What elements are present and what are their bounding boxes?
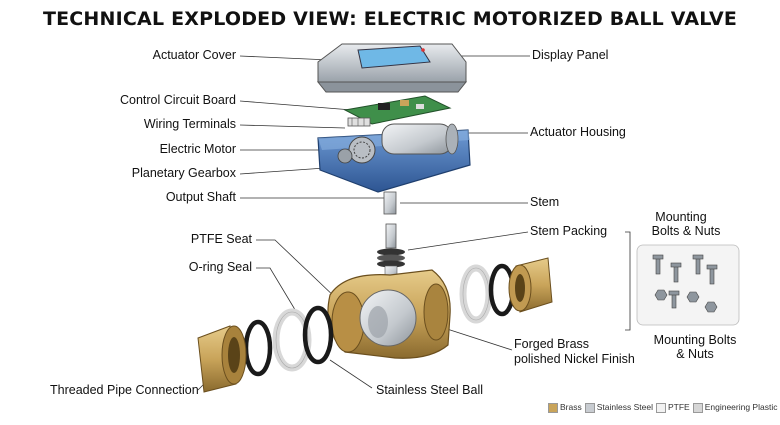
label-stem-packing: Stem Packing <box>530 224 608 238</box>
ptfe-seat-left <box>272 308 312 372</box>
label-output-shaft: Output Shaft <box>165 190 236 204</box>
legend-swatch-ptfe <box>655 402 666 413</box>
label-mounting-bolts-top-line1: Mounting <box>655 210 707 224</box>
label-actuator-cover: Actuator Cover <box>152 48 236 62</box>
mounting-bolts-panel <box>636 244 740 326</box>
label-control-circuit-board: Control Circuit Board <box>119 93 236 107</box>
legend-item-plastic: Engineering Plastic <box>692 402 778 413</box>
label-mounting-bolts-bottom-line1: Mounting Bolts <box>653 333 737 347</box>
label-forged-brass-line1: Forged Brass <box>514 337 590 351</box>
leader-lines <box>197 55 631 391</box>
ptfe-seat-right <box>459 264 493 324</box>
threaded-pipe-connection-left <box>197 325 247 393</box>
stem-packing <box>377 248 405 279</box>
material-legend: Brass Stainless Steel PTFE Engineering P… <box>548 402 777 413</box>
label-stainless-steel-ball: Stainless Steel Ball <box>376 383 484 397</box>
stem <box>385 223 397 249</box>
planetary-gearbox <box>337 136 376 164</box>
label-oring-seal: O-ring Seal <box>188 260 252 274</box>
legend-label-steel: Stainless Steel <box>596 402 653 412</box>
legend-item-ptfe: PTFE <box>655 402 690 413</box>
label-display-panel: Display Panel <box>532 48 609 62</box>
legend-swatch-plastic <box>692 402 703 413</box>
label-mounting-bolts-bottom-line2: & Nuts <box>676 347 714 361</box>
label-threaded-pipe-connection: Threaded Pipe Connection <box>50 383 199 397</box>
legend-label-plastic: Engineering Plastic <box>704 402 778 412</box>
oring-seal-far-left <box>243 319 273 377</box>
label-actuator-housing: Actuator Housing <box>530 125 626 139</box>
label-mounting-bolts-top-line2: Bolts & Nuts <box>651 224 721 238</box>
label-forged-brass-line2: polished Nickel Finish <box>514 352 635 366</box>
label-planetary-gearbox: Planetary Gearbox <box>131 166 236 180</box>
legend-label-ptfe: PTFE <box>667 402 690 412</box>
diagram-title: TECHNICAL EXPLODED VIEW: ELECTRIC MOTORI… <box>42 8 738 30</box>
wiring-terminals <box>347 117 371 127</box>
threaded-pipe-connection-right <box>508 257 553 313</box>
output-shaft <box>383 191 397 215</box>
legend-swatch-steel <box>584 402 595 413</box>
legend-item-brass: Brass <box>548 402 582 413</box>
stainless-steel-ball <box>359 289 417 347</box>
electric-motor <box>381 123 459 155</box>
legend-swatch-brass <box>548 402 558 413</box>
label-stem: Stem <box>530 195 560 209</box>
oring-seal-left <box>302 305 334 365</box>
legend-label-brass: Brass <box>560 402 582 412</box>
label-electric-motor: Electric Motor <box>159 142 236 156</box>
label-ptfe-seat: PTFE Seat <box>190 232 252 246</box>
legend-item-steel: Stainless Steel <box>584 402 653 413</box>
display-panel <box>357 45 431 69</box>
label-wiring-terminals: Wiring Terminals <box>143 117 236 131</box>
